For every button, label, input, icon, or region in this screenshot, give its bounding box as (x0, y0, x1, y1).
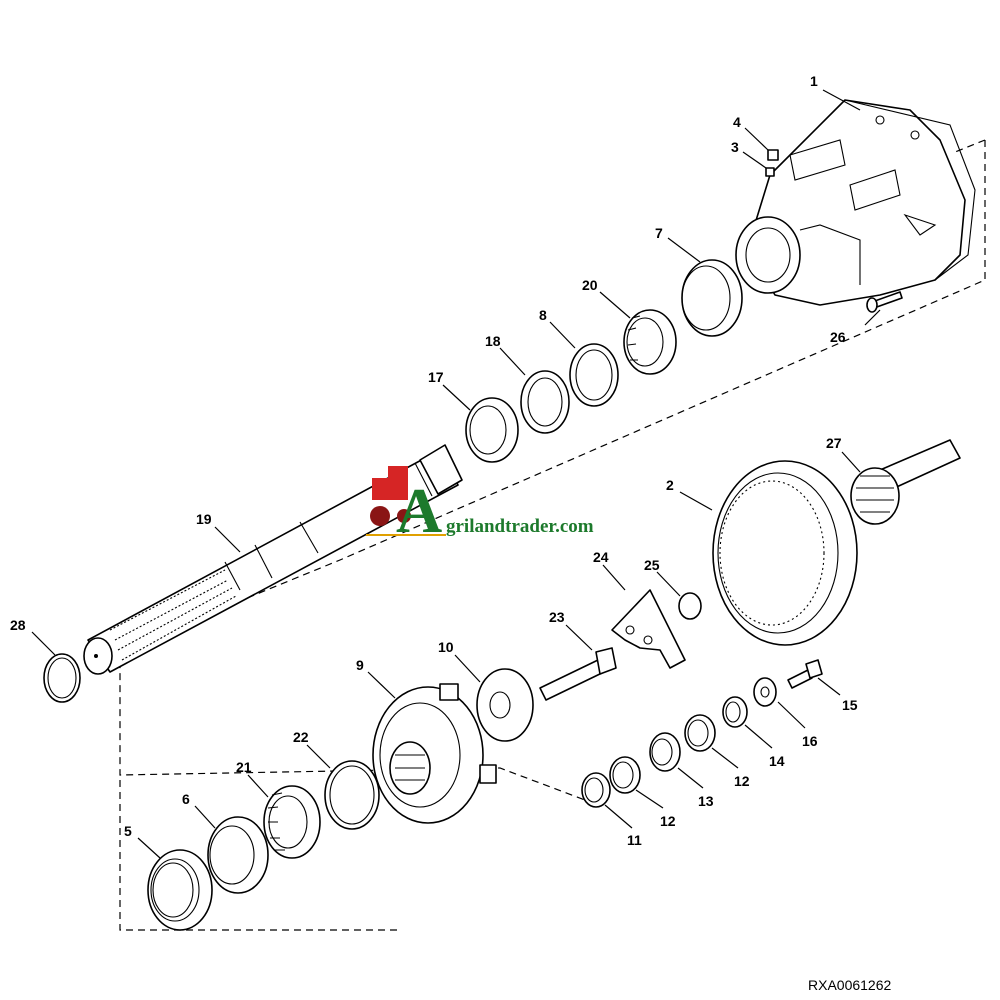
callout-18: 18 (485, 333, 501, 349)
ring-12a (609, 756, 641, 794)
callout-22: 22 (293, 729, 309, 745)
tapered-bearing-20 (623, 309, 677, 375)
screw-4 (767, 149, 779, 161)
callout-15: 15 (842, 697, 858, 713)
bearing-cup-7 (681, 259, 743, 337)
callout-3: 3 (731, 139, 739, 155)
axle-shaft-19 (83, 444, 463, 675)
callout-17: 17 (428, 369, 444, 385)
pin-25 (678, 592, 702, 620)
shim-8 (569, 343, 619, 407)
callout-21: 21 (236, 759, 252, 775)
callout-1: 1 (810, 73, 818, 89)
leader-lines (31, 89, 881, 859)
callout-28: 28 (10, 617, 26, 633)
housing (735, 99, 976, 306)
agrilandtrader-watermark: A grilandtrader.com (366, 466, 594, 546)
callout-6: 6 (182, 791, 190, 807)
carrier-plate-24 (611, 589, 686, 669)
callout-2: 2 (666, 477, 674, 493)
ring-gear-2 (712, 460, 858, 646)
callout-7: 7 (655, 225, 663, 241)
callout-9: 9 (356, 657, 364, 673)
callout-8: 8 (539, 307, 547, 323)
callout-10: 10 (438, 639, 454, 655)
seal-5 (147, 849, 213, 931)
spacer-18 (520, 370, 570, 434)
callout-19: 19 (196, 511, 212, 527)
washer-16 (753, 677, 777, 707)
snap-ring-28 (43, 653, 81, 703)
bearing-14 (722, 696, 748, 728)
pinion-shaft-27 (850, 439, 961, 525)
washer-10 (476, 668, 534, 742)
plug-3 (765, 167, 775, 177)
callout-4: 4 (733, 114, 741, 130)
planet-carrier-9 (372, 683, 497, 824)
roller-13 (649, 732, 681, 772)
bearing-11 (581, 772, 611, 808)
callout-26: 26 (830, 329, 846, 345)
callout-12b: 12 (734, 773, 750, 789)
bearing-cone-21 (263, 785, 321, 859)
callout-24: 24 (593, 549, 609, 565)
callout-11: 11 (627, 832, 642, 848)
callout-20: 20 (582, 277, 598, 293)
ring-12b (684, 714, 716, 752)
bolt-26 (866, 291, 903, 313)
watermark-letter: A (396, 475, 442, 546)
callout-16: 16 (802, 733, 818, 749)
callout-23: 23 (549, 609, 565, 625)
tractor-logo-icon (366, 466, 446, 536)
callout-27: 27 (826, 435, 842, 451)
ring-17 (465, 397, 519, 463)
cap-screw-23 (539, 647, 617, 701)
callout-12a: 12 (660, 813, 676, 829)
shim-22 (324, 760, 380, 830)
bearing-cup-6 (207, 816, 269, 894)
callout-25: 25 (644, 557, 660, 573)
reference-code: RXA0061262 (808, 977, 892, 993)
callout-14: 14 (769, 753, 785, 769)
callout-5: 5 (124, 823, 132, 839)
bolt-15 (787, 659, 823, 689)
watermark-text: grilandtrader.com (446, 516, 594, 537)
callout-13: 13 (698, 793, 714, 809)
callout-labels: 1 2 3 4 5 6 7 8 9 10 11 12 12 13 14 15 1… (10, 73, 858, 848)
